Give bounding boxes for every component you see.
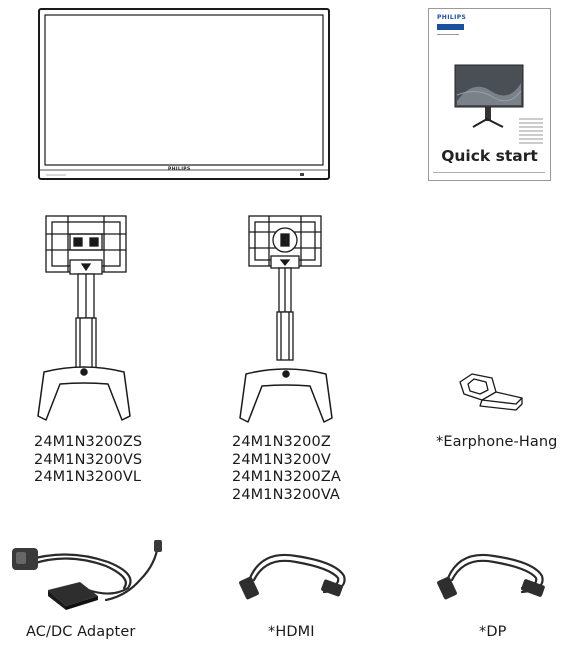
stand-group-2-models: 24M1N3200Z 24M1N3200V 24M1N3200ZA 24M1N3… — [232, 434, 341, 504]
monitor-brand-label: PHILIPS — [168, 167, 191, 172]
dp-label: *DP — [479, 624, 507, 640]
model-name: 24M1N3200VL — [34, 469, 142, 485]
base-right-drawing — [239, 368, 333, 423]
model-name: 24M1N3200ZS — [34, 434, 143, 450]
stand-tall-drawing — [248, 215, 322, 361]
ac-dc-adapter-label: AC/DC Adapter — [26, 624, 136, 640]
hdmi-label: *HDMI — [268, 624, 315, 640]
booklet-monitor-image — [454, 64, 524, 128]
booklet-model-list — [519, 118, 543, 144]
model-name: 24M1N3200V — [232, 451, 331, 468]
stand-short-drawing — [45, 215, 127, 369]
booklet-brand: PHILIPS — [437, 14, 467, 21]
model-name: 24M1N3200ZA — [232, 469, 341, 485]
base-left-drawing — [37, 366, 131, 421]
model-name: 24M1N3200Z — [232, 434, 331, 450]
booklet-blue-bar — [437, 24, 464, 30]
earphone-hang-drawing — [459, 373, 523, 411]
model-name: 24M1N3200VS — [34, 451, 143, 468]
monitor-illustration: PHILIPS — [38, 8, 330, 180]
quick-start-booklet: PHILIPS Quick start — [428, 8, 551, 181]
earphone-hang-label: *Earphone-Hang — [436, 434, 558, 450]
hdmi-cable-drawing — [239, 553, 346, 600]
booklet-line — [437, 34, 459, 35]
dp-cable-drawing — [437, 553, 545, 600]
ac-dc-adapter-drawing — [12, 540, 162, 610]
monitor-drawing — [38, 8, 330, 180]
model-name: 24M1N3200VA — [232, 486, 340, 503]
stand-group-1-models: 24M1N3200ZS 24M1N3200VS 24M1N3200VL — [34, 434, 142, 487]
booklet-footer-line — [433, 172, 545, 173]
booklet-title: Quick start — [441, 147, 538, 165]
